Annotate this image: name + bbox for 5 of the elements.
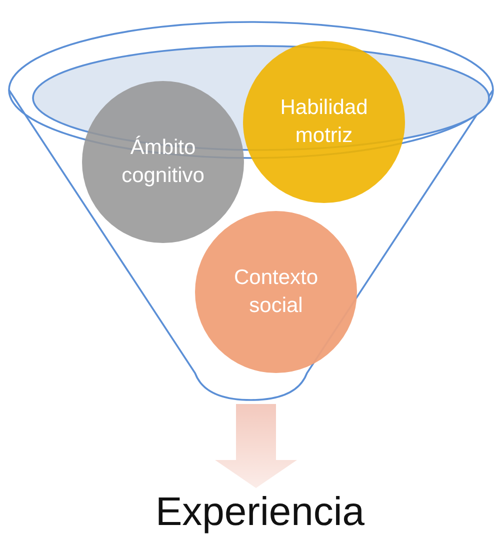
category-circle: Contexto social <box>195 211 357 373</box>
category-circle: Habilidad motriz <box>243 41 405 203</box>
result-label: Experiencia <box>120 490 400 536</box>
block-arrow <box>215 404 297 488</box>
funnel <box>5 18 497 402</box>
